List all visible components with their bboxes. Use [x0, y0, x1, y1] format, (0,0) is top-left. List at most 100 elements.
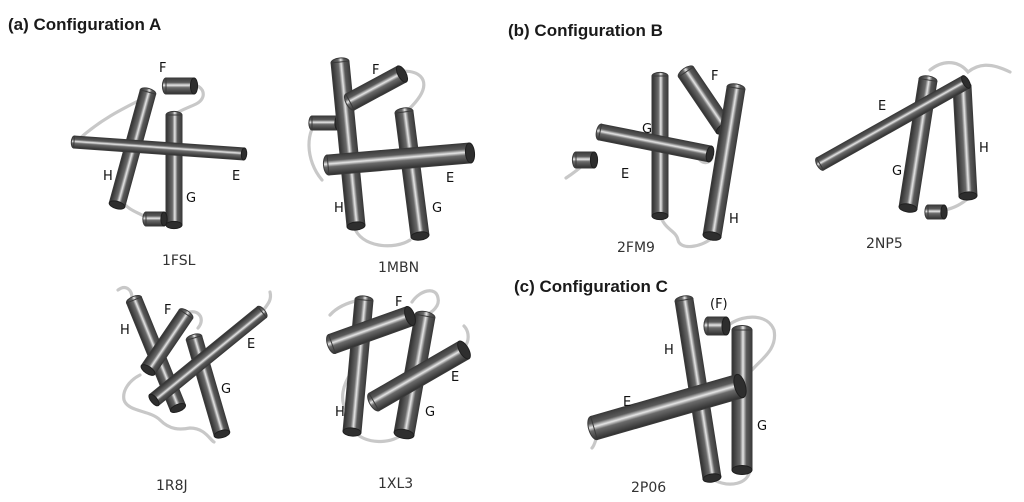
pdb-id-2FM9: 2FM9 [617, 240, 655, 256]
helix-end-cap [958, 191, 978, 201]
helix-end-cap [410, 231, 430, 241]
pdb-id-1FSL: 1FSL [162, 253, 196, 269]
structure-1R8J: F E G H 1R8J [116, 285, 273, 494]
pdb-id-1MBN: 1MBN [378, 260, 419, 276]
loop-2FM9-b [658, 212, 714, 249]
helix-end-cap [961, 75, 971, 89]
helix-end-cap [213, 429, 231, 439]
helix-end-cap [393, 428, 415, 440]
helix-end-cap [702, 231, 722, 241]
helix-body [394, 110, 430, 238]
helix-end-cap [940, 204, 948, 220]
helix-body [590, 373, 744, 441]
helix-1FSL-G [165, 110, 183, 230]
label-2P06-G: G [757, 419, 767, 434]
loop-2NP5-a [928, 61, 1012, 75]
helix-end-cap [733, 373, 747, 399]
helix-end-cap [651, 211, 669, 221]
structure-1XL3: F E G H 1XL3 [326, 289, 471, 492]
helix-end-cap [731, 465, 753, 475]
loop-1FSL-b [174, 82, 205, 116]
helix-body [165, 77, 195, 95]
label-2FM9-H: H [729, 212, 739, 227]
label-1MBN-H: H [334, 201, 344, 216]
label-1XL3-E: E [451, 370, 459, 385]
helix-end-cap [464, 142, 476, 164]
label-1R8J-G: G [221, 382, 231, 397]
label-2NP5-H: H [979, 141, 989, 156]
helix-1FSL-E [70, 135, 248, 161]
helix-body [342, 298, 374, 434]
helix-1FSL-tail [142, 211, 168, 227]
helix-1FSL-F [161, 77, 199, 95]
helix-2P06-Fstub [703, 316, 731, 336]
helix-end-cap [705, 145, 715, 163]
helix-end-cap [189, 77, 199, 95]
helix-2NP5-E [815, 75, 971, 171]
helix-end-cap [457, 340, 471, 360]
loop-1XL3-e [462, 324, 470, 347]
label-2P06-H: H [664, 343, 674, 358]
pdb-id-2P06: 2P06 [631, 480, 666, 496]
label-1R8J-H: H [120, 323, 130, 338]
label-2NP5-G: G [892, 164, 902, 179]
helix-body [73, 135, 245, 161]
loop-1R8J-a [116, 285, 134, 300]
structure-1FSL: F E G H 1FSL [70, 61, 248, 269]
helix-body [952, 84, 978, 198]
helix-1R8J-E [148, 305, 268, 407]
label-1FSL-H: H [103, 169, 113, 184]
helix-body [815, 75, 971, 171]
label-2FM9-F: F [711, 69, 718, 84]
helix-end-cap [148, 393, 160, 407]
label-1XL3-F: F [395, 295, 402, 310]
label-2NP5-E: E [878, 99, 886, 114]
label-2P06-E: E [623, 395, 631, 410]
helix-end-cap [165, 220, 183, 230]
helix-end-cap [589, 151, 599, 169]
helix-end-cap [140, 364, 156, 376]
helix-end-cap [342, 427, 362, 437]
helix-1XL3-H [342, 295, 374, 437]
label-1FSL-G: G [186, 191, 196, 206]
helix-end-cap [240, 147, 248, 161]
helix-1MBN-F [343, 65, 409, 111]
loop-1XL3-b [410, 289, 440, 316]
helix-body [165, 114, 183, 226]
label-1MBN-F: F [372, 63, 379, 78]
panel-b-title: (b) Configuration B [508, 21, 663, 40]
helix-end-cap [395, 65, 409, 83]
structure-2P06: (F) E G H 2P06 [587, 295, 777, 496]
helix-end-cap [898, 203, 918, 213]
label-1MBN-E: E [446, 171, 454, 186]
helix-2P06-G [731, 325, 753, 475]
helix-1MBN-G [394, 107, 430, 241]
loop-1R8J-c [188, 310, 203, 330]
structure-2NP5: E G H 2NP5 [815, 61, 1012, 252]
helix-end-cap [169, 403, 187, 413]
structure-1MBN: F E G H 1MBN [307, 57, 476, 276]
helix-2NP5-cap [924, 204, 948, 220]
helix-end-cap [702, 473, 722, 483]
helix-end-cap [721, 316, 731, 336]
helix-end-cap [108, 200, 126, 210]
helix-2FM9-left [571, 151, 599, 169]
loop-2P06-a [728, 315, 777, 372]
helix-end-cap [346, 221, 366, 231]
label-1R8J-F: F [164, 303, 171, 318]
label-1XL3-G: G [425, 405, 435, 420]
label-2FM9-G: G [642, 122, 652, 137]
helix-2NP5-H [952, 81, 978, 201]
helix-body [311, 115, 339, 131]
loop-1MBN-c [352, 224, 412, 248]
label-1XL3-H: H [335, 405, 345, 420]
label-1MBN-G: G [432, 201, 442, 216]
pdb-id-1XL3: 1XL3 [378, 476, 413, 492]
helix-1MBN-H [330, 57, 366, 231]
helix-2FM9-E [595, 123, 715, 163]
pdb-id-1R8J: 1R8J [156, 478, 188, 494]
panel-c-title: (c) Configuration C [514, 277, 668, 296]
helix-1XL3-F [326, 305, 416, 355]
helix-1XL3-E [367, 340, 471, 412]
